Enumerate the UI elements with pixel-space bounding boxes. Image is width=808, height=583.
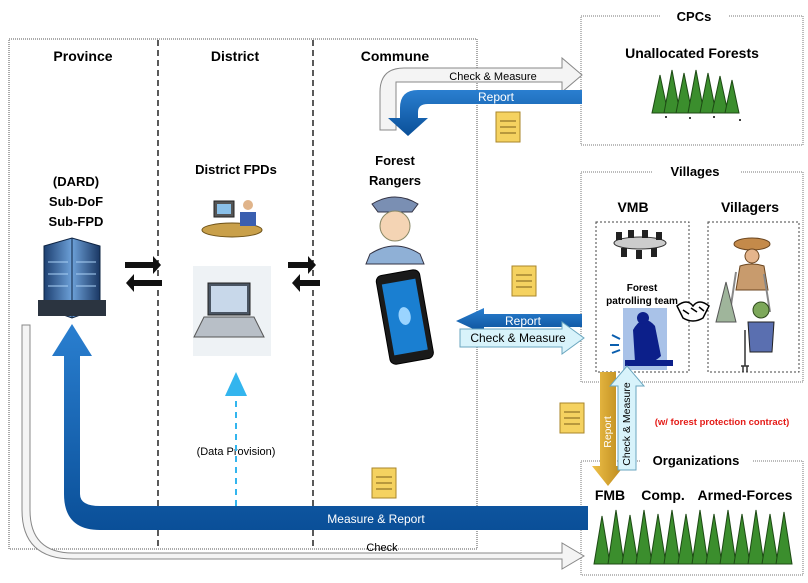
province-entity-line3: Sub-FPD [49,214,104,229]
governance-box [8,38,478,550]
farmer-icon [729,237,771,313]
villages-title: Villages [671,164,720,179]
handshake-icon [676,301,710,322]
exchange-arrow-district-commune [288,256,320,292]
gardener-icon [715,281,775,372]
document-icon-villages [511,265,537,297]
column-header-commune: Commune [361,48,430,64]
forest-icon-cpcs [651,69,741,121]
laptop-icon [193,266,271,356]
tablet-icon [375,269,434,365]
meeting-table-icon [613,230,667,259]
villagers-label: Villagers [721,199,779,215]
patrol-team-line1: Forest [627,283,658,294]
forest-icon-organizations [593,509,793,565]
exchange-arrow-province-district [125,256,162,292]
document-icon-cpcs [495,111,521,143]
province-entity-line1: (DARD) [53,174,99,189]
ranger-icon [365,196,425,265]
contract-note: (w/ forest protection contract) [655,417,790,428]
report-arrow-villages [456,308,582,334]
cpcs-box [580,15,804,146]
commune-entity-line2: Rangers [369,173,421,188]
org-comp-label: Comp. [641,487,685,503]
check-measure-arrow-villages [459,321,585,355]
vmb-box [595,221,690,373]
measure-report-label: Measure & Report [327,512,425,526]
patrol-team-line2: patrolling team [606,296,678,307]
province-entity-line2: Sub-DoF [49,194,103,209]
commune-entity-line1: Forest [375,153,415,168]
office-building-icon [38,237,106,319]
check-label-bottom: Check [366,542,398,554]
report-label-cpcs: Report [478,90,515,104]
org-armed-forces-label: Armed-Forces [698,487,793,503]
check-measure-arrow-cpcs [379,56,583,131]
check-measure-label-vertical: Check & Measure [621,382,633,466]
measure-report-arrow-bottom [52,324,588,530]
check-measure-label-cpcs: Check & Measure [449,71,536,83]
organizations-title: Organizations [653,453,740,468]
check-arrow-bottom [21,324,585,570]
data-provision-label: (Data Provision) [197,446,276,458]
patroller-icon [610,308,673,370]
report-arrow-cpcs [388,90,582,136]
column-header-province: Province [53,48,112,64]
vmb-label: VMB [617,199,648,215]
cpcs-subtitle: Unallocated Forests [625,45,759,61]
villagers-box [707,221,800,373]
org-fmb-label: FMB [595,487,625,503]
cpcs-title: CPCs [677,9,712,24]
report-label-vertical: Report [602,416,614,448]
document-icon-bottom [371,467,397,499]
document-icon-vertical [559,402,585,434]
check-measure-label-villages: Check & Measure [470,331,566,345]
district-entity: District FPDs [195,162,277,177]
check-measure-arrow-vertical [608,365,646,471]
column-header-district: District [211,48,260,64]
desk-computer-icon [201,200,263,238]
data-provision-arrowhead [225,372,247,396]
report-arrow-vertical [592,372,624,486]
report-label-villages: Report [505,314,542,328]
